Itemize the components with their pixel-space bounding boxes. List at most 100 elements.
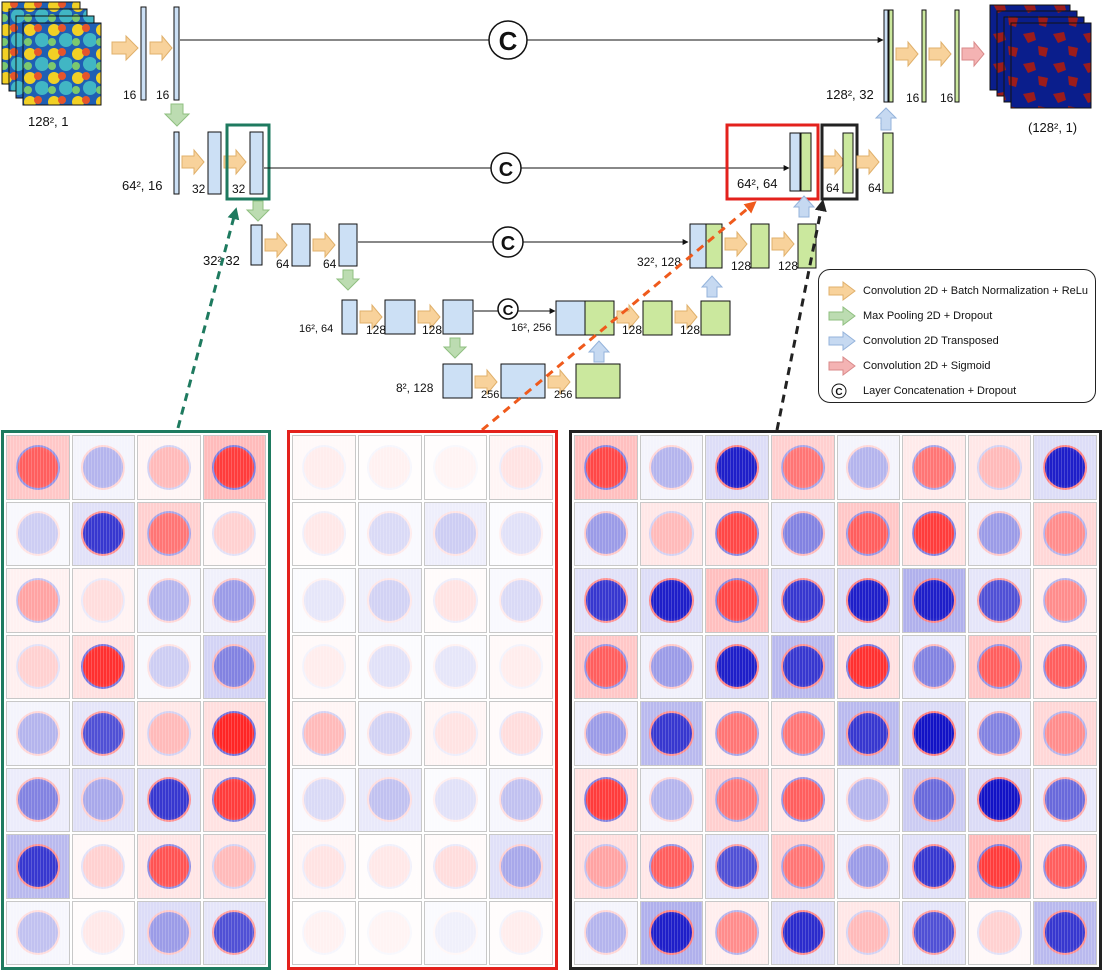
texture-overlay [424, 768, 487, 831]
activation-circle [780, 910, 825, 956]
texture-overlay [490, 569, 552, 632]
conv-arrow [417, 303, 441, 331]
feature-map-tile [770, 701, 835, 766]
decoder-block [882, 132, 894, 194]
activation-circle [433, 843, 478, 889]
sigmoid-arrow [961, 40, 985, 68]
feature-map-tile [423, 767, 488, 832]
activation-circle [977, 444, 1022, 490]
texture-overlay [575, 901, 637, 964]
channel-label: 128 [366, 323, 386, 337]
activation-circle [146, 511, 191, 557]
input-size-label: 128², 1 [28, 114, 69, 129]
texture-overlay [358, 768, 421, 831]
activation-circle [1043, 777, 1088, 823]
texture-overlay [640, 901, 703, 964]
feature-map-tile [639, 767, 704, 832]
activation-circle [81, 511, 126, 557]
activation-circle [212, 511, 257, 557]
texture-overlay [968, 768, 1031, 831]
feature-map-tile [292, 568, 356, 633]
conv-arrow [264, 231, 288, 259]
texture-overlay [72, 436, 134, 499]
bottleneck-block [575, 363, 621, 399]
texture-overlay [771, 635, 834, 698]
activation-circle [649, 444, 694, 490]
texture-overlay [1034, 569, 1096, 632]
activation-circle [780, 710, 825, 756]
highlight-red-frame [725, 123, 820, 201]
channel-label: 64 [323, 257, 337, 271]
size-label: 8², 128 [396, 381, 434, 395]
activation-circle [583, 511, 628, 557]
texture-overlay [7, 502, 69, 565]
feature-map-tile [574, 568, 638, 633]
texture-overlay [771, 436, 834, 499]
activation-circle [367, 511, 412, 557]
legend-label: Convolution 2D Transposed [863, 334, 999, 347]
activation-circle [846, 843, 891, 889]
feature-map-tile [489, 767, 553, 832]
decoder-block [584, 300, 615, 336]
feature-map-tile [357, 501, 422, 566]
activation-circle [714, 511, 760, 557]
feature-map-tile [489, 634, 553, 699]
texture-overlay [1034, 702, 1096, 765]
texture-overlay [72, 569, 134, 632]
texture-overlay [203, 502, 265, 565]
feature-map-tile [967, 834, 1032, 899]
activation-circle [367, 843, 412, 889]
legend-item: Convolution 2D Transposed [827, 328, 1087, 353]
size-label: 16², 256 [511, 322, 551, 334]
texture-overlay [771, 502, 834, 565]
input-image-stack [1, 1, 102, 106]
svg-text:C: C [835, 387, 842, 398]
texture-overlay [968, 702, 1031, 765]
activation-circle [583, 644, 628, 690]
concat-symbol [497, 298, 519, 320]
activation-circle [649, 777, 694, 823]
texture-overlay [903, 569, 965, 632]
activation-circle [977, 577, 1022, 623]
texture-overlay [424, 502, 487, 565]
feature-map-tile [1033, 701, 1097, 766]
texture-overlay [138, 835, 200, 898]
legend-label: Max Pooling 2D + Dropout [863, 309, 993, 322]
feature-map-tile [423, 501, 488, 566]
texture-overlay [7, 569, 69, 632]
conv-arrow [359, 303, 383, 331]
feature-map-tile [574, 701, 638, 766]
texture-overlay [1034, 635, 1096, 698]
activation-circle [146, 910, 191, 956]
texture-overlay [771, 901, 834, 964]
activation-circle [714, 710, 760, 756]
feature-map-tile [902, 900, 966, 965]
feature-map-tile [770, 435, 835, 500]
texture-overlay [640, 702, 703, 765]
texture-overlay [358, 569, 421, 632]
activation-circle [977, 511, 1022, 557]
arrow-orange-icon [828, 280, 856, 301]
activation-circle [81, 710, 126, 756]
conv-arrow [111, 34, 139, 62]
texture-overlay [7, 768, 69, 831]
activation-circle [498, 843, 544, 889]
feature-map-tile [292, 767, 356, 832]
feature-map-tile [770, 900, 835, 965]
feature-map-tile [71, 900, 135, 965]
texture-overlay [837, 502, 900, 565]
feature-map-tile [489, 900, 553, 965]
activation-circle [367, 644, 412, 690]
texture-overlay [293, 436, 355, 499]
activation-circle [212, 444, 257, 490]
feature-map-tile [6, 435, 70, 500]
activation-circle [714, 777, 760, 823]
feature-map-tile [71, 568, 135, 633]
texture-overlay [837, 569, 900, 632]
encoder-block [173, 6, 180, 101]
texture-overlay [837, 835, 900, 898]
feature-map-tile [292, 701, 356, 766]
feature-map-tile [202, 767, 266, 832]
feature-map-tile [137, 834, 201, 899]
texture-overlay [771, 835, 834, 898]
